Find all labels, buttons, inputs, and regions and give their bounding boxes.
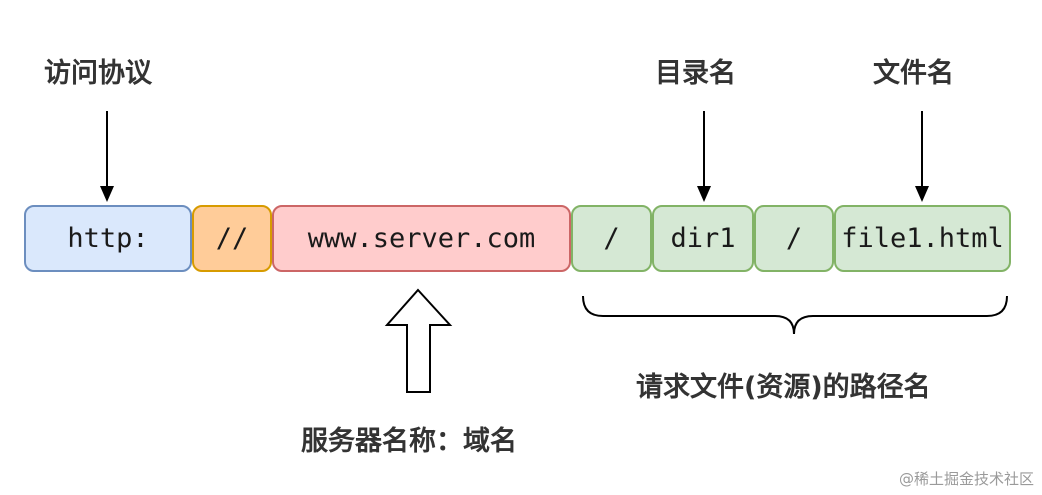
slash-2-text: / [785, 223, 803, 254]
slashes-text: // [215, 223, 249, 254]
arrow-protocol [100, 111, 114, 202]
arrow-directory [697, 111, 711, 202]
file-text: file1.html [841, 223, 1004, 254]
label-server: 服务器名称：域名 [301, 426, 517, 457]
label-protocol: 访问协议 [44, 58, 152, 89]
url-segment-host: www.server.com [272, 205, 571, 272]
arrow-filename [915, 111, 929, 202]
slash-1-text: / [603, 223, 620, 254]
label-filename: 文件名 [873, 58, 954, 89]
url-segment-slashes: // [192, 205, 272, 272]
url-segment-slash-2: / [754, 205, 834, 272]
dir-text: dir1 [670, 223, 736, 254]
watermark: @稀土掘金技术社区 [898, 470, 1034, 488]
hollow-up-arrow [384, 288, 453, 393]
scheme-text: http: [67, 223, 149, 254]
url-segment-slash-1: / [571, 205, 652, 272]
url-segment-file: file1.html [834, 205, 1011, 272]
url-segment-scheme: http: [24, 205, 192, 272]
host-text: www.server.com [307, 223, 536, 254]
label-path: 请求文件(资源)的路径名 [636, 372, 931, 403]
label-directory: 目录名 [655, 58, 736, 89]
url-segment-dir: dir1 [652, 205, 754, 272]
path-brace [582, 295, 1008, 335]
